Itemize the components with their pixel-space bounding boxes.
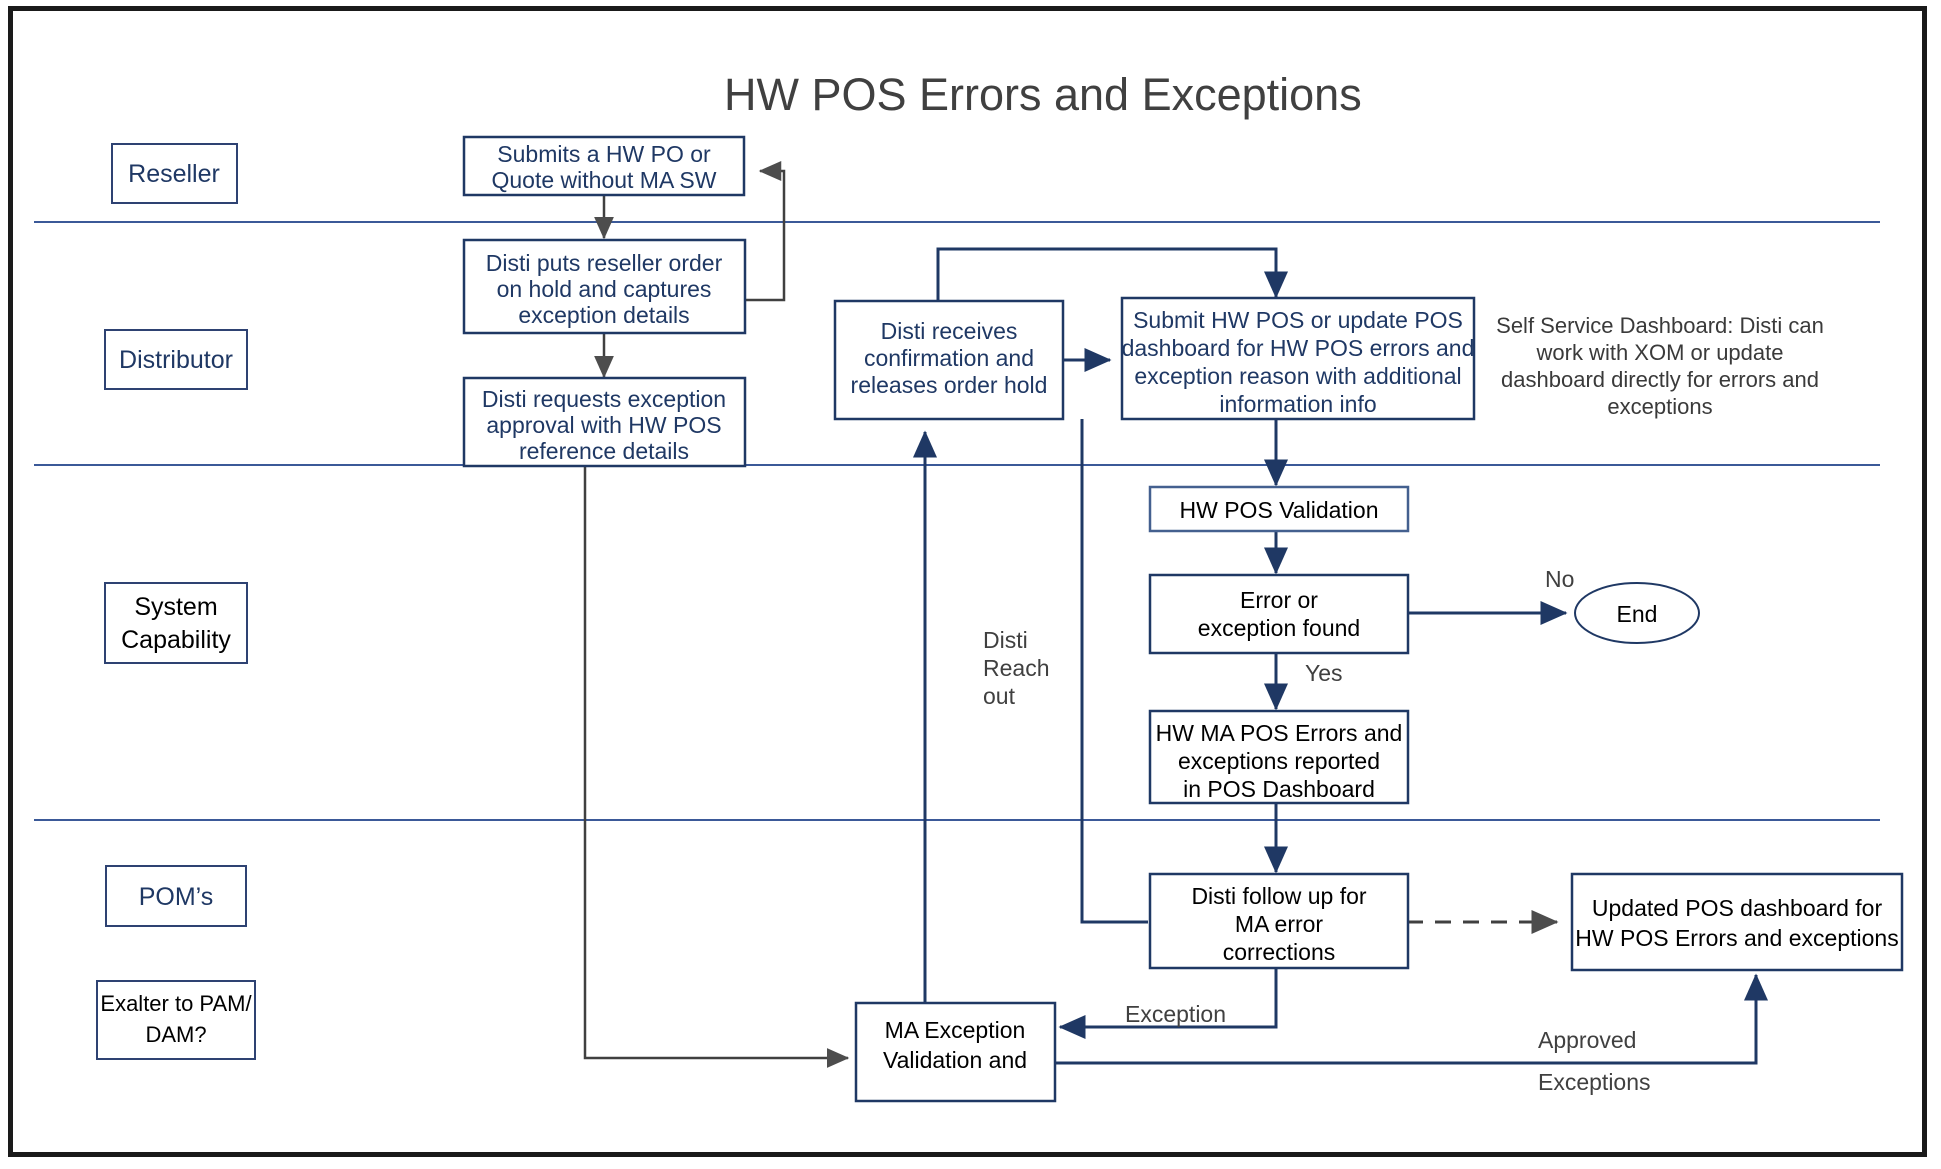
edge-label-exception: Exception (1125, 1001, 1226, 1027)
lane-label-distributor: Distributor (104, 329, 248, 390)
lane-label-system-line2: Capability (121, 626, 231, 654)
node-ma-exception-line1: MA Exception (885, 1017, 1026, 1043)
node-disti-hold-line3: exception details (518, 302, 689, 328)
edge-followup-to-ma-exception (1058, 965, 1278, 1039)
node-submit-pos-line2: dashboard for HW POS errors and (1122, 335, 1475, 361)
node-disti-request[interactable]: Disti requests exception approval with H… (462, 376, 747, 468)
edge-label-approved: Approved (1538, 1027, 1636, 1053)
node-error-found-line2: exception found (1198, 615, 1360, 641)
edge-submit-pos-down-to-followup (1080, 419, 1148, 924)
node-submit-pos-line3: exception reason with additional (1134, 363, 1461, 389)
node-disti-confirm-line3: releases order hold (851, 372, 1048, 398)
node-updated-dashboard-line2: HW POS Errors and exceptions (1575, 925, 1898, 951)
node-disti-hold[interactable]: Disti puts reseller order on hold and ca… (462, 238, 747, 335)
node-hw-pos-validation-line1: HW POS Validation (1180, 497, 1379, 523)
edge-label-exceptions: Exceptions (1538, 1069, 1651, 1095)
edge-label-disti-reach-1: Disti (983, 627, 1028, 653)
edge-hold-back-to-submits (745, 161, 786, 302)
node-end[interactable]: End (1574, 582, 1700, 644)
edge-label-disti-reach-3: out (983, 683, 1016, 709)
node-ma-exception[interactable]: MA Exception Validation and (854, 1001, 1057, 1103)
node-submit-pos-line1: Submit HW POS or update POS (1133, 307, 1463, 333)
node-disti-followup-line1: Disti follow up for (1191, 883, 1366, 909)
node-disti-request-line2: approval with HW POS (486, 412, 721, 438)
note-self-service-dashboard: Self Service Dashboard: Disti can work w… (1496, 313, 1824, 419)
node-error-found-line1: Error or (1240, 587, 1318, 613)
diagram-title: HW POS Errors and Exceptions (724, 69, 1362, 120)
edge-request-to-ma-exception (583, 465, 850, 1068)
node-ma-pos-errors-line3: in POS Dashboard (1183, 776, 1375, 802)
node-submits-po-line1: Submits a HW PO or (497, 141, 711, 167)
node-disti-hold-line2: on hold and captures (497, 276, 712, 302)
node-disti-request-line3: reference details (519, 438, 689, 464)
node-updated-dashboard-line1: Updated POS dashboard for (1592, 895, 1883, 921)
node-submit-pos-line4: information info (1219, 391, 1376, 417)
note-self-service-line4: exceptions (1607, 394, 1712, 419)
edge-label-no: No (1545, 566, 1574, 592)
lane-label-reseller: Reseller (111, 143, 238, 204)
node-disti-request-line1: Disti requests exception (482, 386, 726, 412)
node-disti-confirm[interactable]: Disti receives confirmation and releases… (833, 299, 1065, 421)
note-self-service-line2: work with XOM or update (1536, 340, 1784, 365)
node-ma-pos-errors-line1: HW MA POS Errors and (1156, 720, 1403, 746)
node-ma-pos-errors[interactable]: HW MA POS Errors and exceptions reported… (1148, 709, 1410, 805)
node-disti-followup-line2: MA error (1235, 911, 1324, 937)
node-ma-pos-errors-line2: exceptions reported (1178, 748, 1380, 774)
note-self-service-line1: Self Service Dashboard: Disti can (1496, 313, 1824, 338)
lane-label-exalter-line1: Exalter to PAM/ (100, 991, 252, 1016)
lane-label-reseller-text: Reseller (128, 160, 220, 188)
node-disti-confirm-line1: Disti receives (881, 318, 1018, 344)
node-error-found[interactable]: Error or exception found (1148, 573, 1410, 655)
lane-label-poms-text: POM’s (139, 883, 214, 911)
note-self-service-line3: dashboard directly for errors and (1501, 367, 1819, 392)
edge-label-yes: Yes (1305, 660, 1343, 686)
lane-label-exalter-line2: DAM? (145, 1022, 206, 1047)
lane-label-system-line1: System (134, 593, 217, 621)
lane-label-distributor-text: Distributor (119, 346, 233, 374)
edge-label-disti-reach-2: Reach (983, 655, 1049, 681)
edge-ma-exception-to-updated-dashboard (1054, 973, 1768, 1065)
node-updated-dashboard[interactable]: Updated POS dashboard for HW POS Errors … (1570, 872, 1904, 972)
node-disti-followup[interactable]: Disti follow up for MA error corrections (1148, 872, 1410, 970)
node-submits-po[interactable]: Submits a HW PO or Quote without MA SW (462, 135, 746, 197)
node-disti-confirm-line2: confirmation and (864, 345, 1034, 371)
node-end-label: End (1617, 601, 1658, 627)
node-ma-exception-line2: Validation and (883, 1047, 1027, 1073)
lane-label-poms: POM’s (105, 865, 247, 927)
lane-label-exalter: Exalter to PAM/ DAM? (96, 980, 256, 1060)
node-hw-pos-validation[interactable]: HW POS Validation (1148, 485, 1410, 533)
node-submit-pos[interactable]: Submit HW POS or update POS dashboard fo… (1120, 296, 1476, 421)
node-disti-followup-line3: corrections (1223, 939, 1335, 965)
edge-confirm-to-submit-pos (936, 247, 1288, 300)
lane-label-system-capability: System Capability (104, 582, 248, 664)
node-submits-po-line2: Quote without MA SW (492, 167, 717, 193)
node-disti-hold-line1: Disti puts reseller order (486, 250, 723, 276)
